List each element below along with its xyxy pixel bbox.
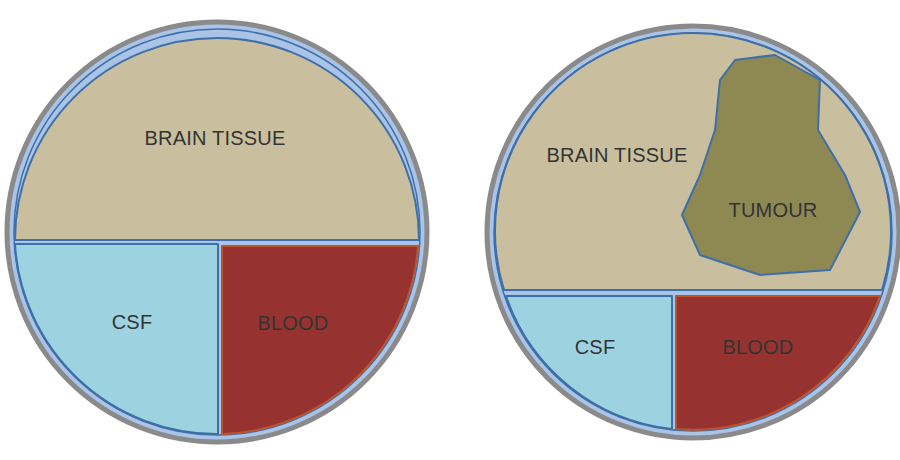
region-shape [495, 33, 891, 290]
region-label: BRAIN TISSUE [145, 127, 286, 150]
region-shape [15, 244, 218, 434]
region-label: BLOOD [722, 336, 793, 359]
csf-region: CSF [13, 242, 220, 436]
blood-region: BLOOD [220, 244, 420, 436]
region-outline [220, 244, 420, 436]
region-outline [680, 53, 862, 277]
brain-region: BRAIN TISSUE TUMOUR [502, 32, 884, 292]
brain-region: BRAIN TISSUE [13, 28, 421, 242]
region-label: TUMOUR [729, 199, 818, 222]
region-outline [674, 294, 882, 431]
meninges-line [14, 29, 420, 435]
region-label: BLOOD [257, 312, 328, 335]
region-label: CSF [575, 336, 616, 359]
region-outline [504, 294, 674, 431]
tumour-region: TUMOUR [680, 53, 862, 277]
blood-region: BLOOD [674, 294, 882, 431]
skull-outline [7, 22, 427, 442]
region-shape [222, 246, 418, 434]
skull-outline [487, 26, 899, 438]
region-shape [676, 296, 880, 430]
region-shape [506, 296, 672, 429]
region-shape [682, 55, 860, 275]
meninges-line [494, 33, 892, 431]
region-shape [15, 38, 419, 240]
csf-region: CSF [504, 294, 674, 431]
region-label: CSF [112, 311, 153, 334]
region-label: BRAIN TISSUE [547, 144, 688, 167]
region-outline [13, 242, 220, 436]
